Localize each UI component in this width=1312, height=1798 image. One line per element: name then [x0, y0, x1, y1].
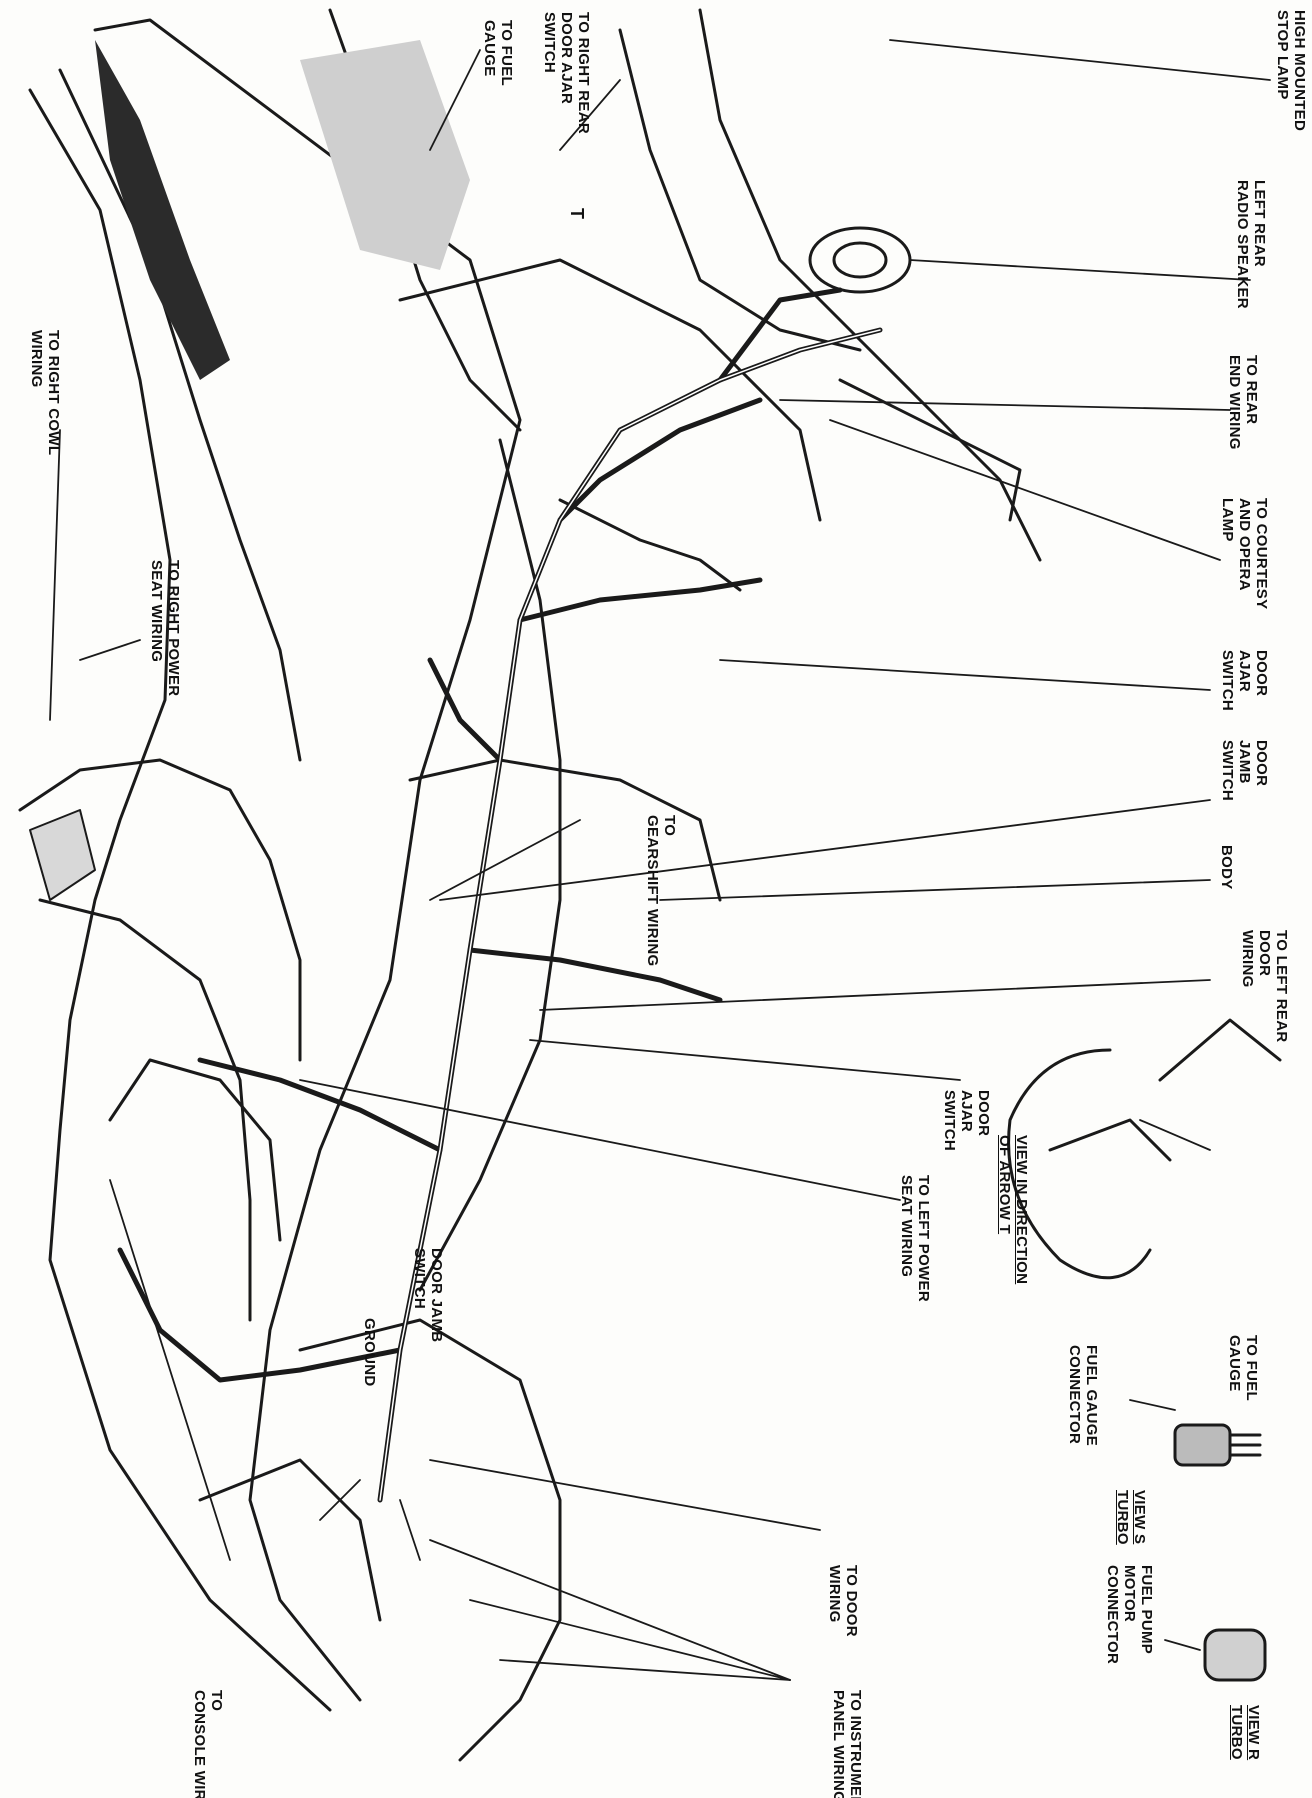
- label-line: SEAT WIRING: [898, 1175, 915, 1278]
- wiring-harness-inner: [379, 329, 881, 1501]
- label-line: GAUGE: [481, 20, 498, 77]
- label-line: TO: [661, 815, 678, 837]
- label-line: TO RIGHT REAR: [575, 12, 592, 134]
- label-view-r-turbo: VIEW R TURBO: [1228, 1705, 1262, 1760]
- shaded-panels: [29, 40, 470, 901]
- label-line: VIEW S: [1131, 1490, 1148, 1545]
- label-line: CONNECTOR: [1104, 1565, 1121, 1665]
- label-line: VIEW IN DIRECTION: [1013, 1135, 1030, 1285]
- label-line: TO LEFT REAR: [1273, 930, 1290, 1043]
- label-line: CONNECTOR: [1066, 1345, 1083, 1445]
- label-door-ajar-switch: DOOR AJAR SWITCH: [1219, 650, 1270, 711]
- label-line: AJAR: [958, 1090, 975, 1133]
- label-door-ajar-switch-lower: DOOR AJAR SWITCH: [941, 1090, 992, 1151]
- label-line: HIGH MOUNTED: [1291, 10, 1308, 132]
- label-line: LAMP: [1219, 498, 1236, 542]
- label-line: TO INSTRUMENT: [847, 1690, 864, 1798]
- label-to-right-rear-door-ajar-switch: TO RIGHT REAR DOOR AJAR SWITCH: [541, 12, 592, 134]
- label-door-jamb-switch-lower: DOOR JAMB SWITCH: [411, 1248, 445, 1342]
- label-left-rear-radio-speaker: LEFT REAR RADIO SPEAKER: [1234, 180, 1268, 309]
- label-fuel-pump-motor-connector: FUEL PUMP MOTOR CONNECTOR: [1104, 1565, 1155, 1664]
- label-line: SWITCH: [541, 12, 558, 73]
- label-view-s-turbo: VIEW S TURBO: [1114, 1490, 1148, 1545]
- label-to-console-wiring: TO CONSOLE WIRING: [191, 1690, 225, 1798]
- label-line: TO FUEL: [1243, 1335, 1260, 1401]
- label-line: GAUGE: [1226, 1335, 1243, 1392]
- arrow-t-letter: T: [567, 208, 587, 220]
- label-line: WIRING: [28, 330, 45, 388]
- label-line: DOOR: [975, 1090, 992, 1137]
- label-line: GEARSHIFT WIRING: [644, 815, 661, 967]
- label-line: GROUND: [361, 1318, 378, 1387]
- label-to-left-rear-door-wiring: TO LEFT REAR DOOR WIRING: [1239, 930, 1290, 1043]
- label-line: TO RIGHT COWL: [45, 330, 62, 456]
- label-line: TO FUEL: [498, 20, 515, 86]
- label-line: TO: [208, 1690, 225, 1712]
- label-view-in-direction-of-arrow-t: VIEW IN DIRECTION OF ARROW T: [996, 1135, 1030, 1284]
- label-line: TO LEFT POWER: [915, 1175, 932, 1302]
- label-line: TO REAR: [1243, 355, 1260, 425]
- label-line: RADIO SPEAKER: [1234, 180, 1251, 309]
- label-line: AND OPERA: [1236, 498, 1253, 591]
- label-line: VIEW R: [1245, 1705, 1262, 1761]
- label-to-right-power-seat-wiring: TO RIGHT POWER SEAT WIRING: [148, 560, 182, 696]
- label-line: TO COURTESY: [1253, 498, 1270, 610]
- label-line: FUEL PUMP: [1138, 1565, 1155, 1655]
- label-line: DOOR: [1256, 930, 1273, 977]
- label-line: DOOR: [1253, 740, 1270, 787]
- connector-shapes: [1173, 1423, 1267, 1682]
- label-line: MOTOR: [1121, 1565, 1138, 1623]
- label-to-right-cowl-wiring: TO RIGHT COWL WIRING: [28, 330, 62, 455]
- arrow-t-marker: T: [567, 208, 587, 220]
- label-line: WIRING: [1239, 930, 1256, 988]
- leader-lines: [49, 39, 1271, 1681]
- label-to-instrument-panel-wiring: TO INSTRUMENT PANEL WIRING: [830, 1690, 864, 1798]
- label-line: SWITCH: [941, 1090, 958, 1151]
- wiring-harness: [117, 287, 883, 1503]
- label-line: FUEL GAUGE: [1083, 1345, 1100, 1447]
- label-door-body: BODY: [1218, 845, 1235, 890]
- label-line: DOOR: [1253, 650, 1270, 697]
- label-line: STOP LAMP: [1274, 10, 1291, 100]
- label-line: BODY: [1218, 845, 1235, 890]
- label-high-mounted-stop-lamp: HIGH MOUNTED STOP LAMP: [1274, 10, 1308, 131]
- label-ground: GROUND: [361, 1318, 378, 1386]
- label-to-rear-end-wiring: TO REAR END WIRING: [1226, 355, 1260, 450]
- label-line: SEAT WIRING: [148, 560, 165, 663]
- label-door-jamb-switch: DOOR JAMB SWITCH: [1219, 740, 1270, 801]
- speaker-shape: [808, 226, 912, 294]
- label-line: WIRING: [826, 1565, 843, 1623]
- label-line: OF ARROW T: [996, 1135, 1013, 1235]
- label-line: JAMB: [1236, 740, 1253, 784]
- label-line: CONSOLE WIRING: [191, 1690, 208, 1798]
- label-line: DOOR AJAR: [558, 12, 575, 105]
- label-line: END WIRING: [1226, 355, 1243, 450]
- label-to-fuel-gauge-inset: TO FUEL GAUGE: [1226, 1335, 1260, 1401]
- label-line: TO DOOR: [843, 1565, 860, 1637]
- label-line: SWITCH: [1219, 740, 1236, 801]
- label-to-fuel-gauge-top: TO FUEL GAUGE: [481, 20, 515, 86]
- label-line: DOOR JAMB: [428, 1248, 445, 1343]
- label-line: TURBO: [1228, 1705, 1245, 1760]
- label-line: AJAR: [1236, 650, 1253, 693]
- label-line: TURBO: [1114, 1490, 1131, 1545]
- inset-view-t: [1007, 1018, 1282, 1280]
- label-to-courtesy-and-opera-lamp: TO COURTESY AND OPERA LAMP: [1219, 498, 1270, 609]
- label-line: SWITCH: [411, 1248, 428, 1309]
- label-line: TO RIGHT POWER: [165, 560, 182, 697]
- label-to-door-wiring: TO DOOR WIRING: [826, 1565, 860, 1637]
- label-line: SWITCH: [1219, 650, 1236, 711]
- label-line: LEFT REAR: [1251, 180, 1268, 267]
- label-line: PANEL WIRING: [830, 1690, 847, 1798]
- label-to-left-power-seat-wiring: TO LEFT POWER SEAT WIRING: [898, 1175, 932, 1302]
- label-to-gearshift-wiring: TO GEARSHIFT WIRING: [644, 815, 678, 966]
- label-fuel-gauge-connector: FUEL GAUGE CONNECTOR: [1066, 1345, 1100, 1446]
